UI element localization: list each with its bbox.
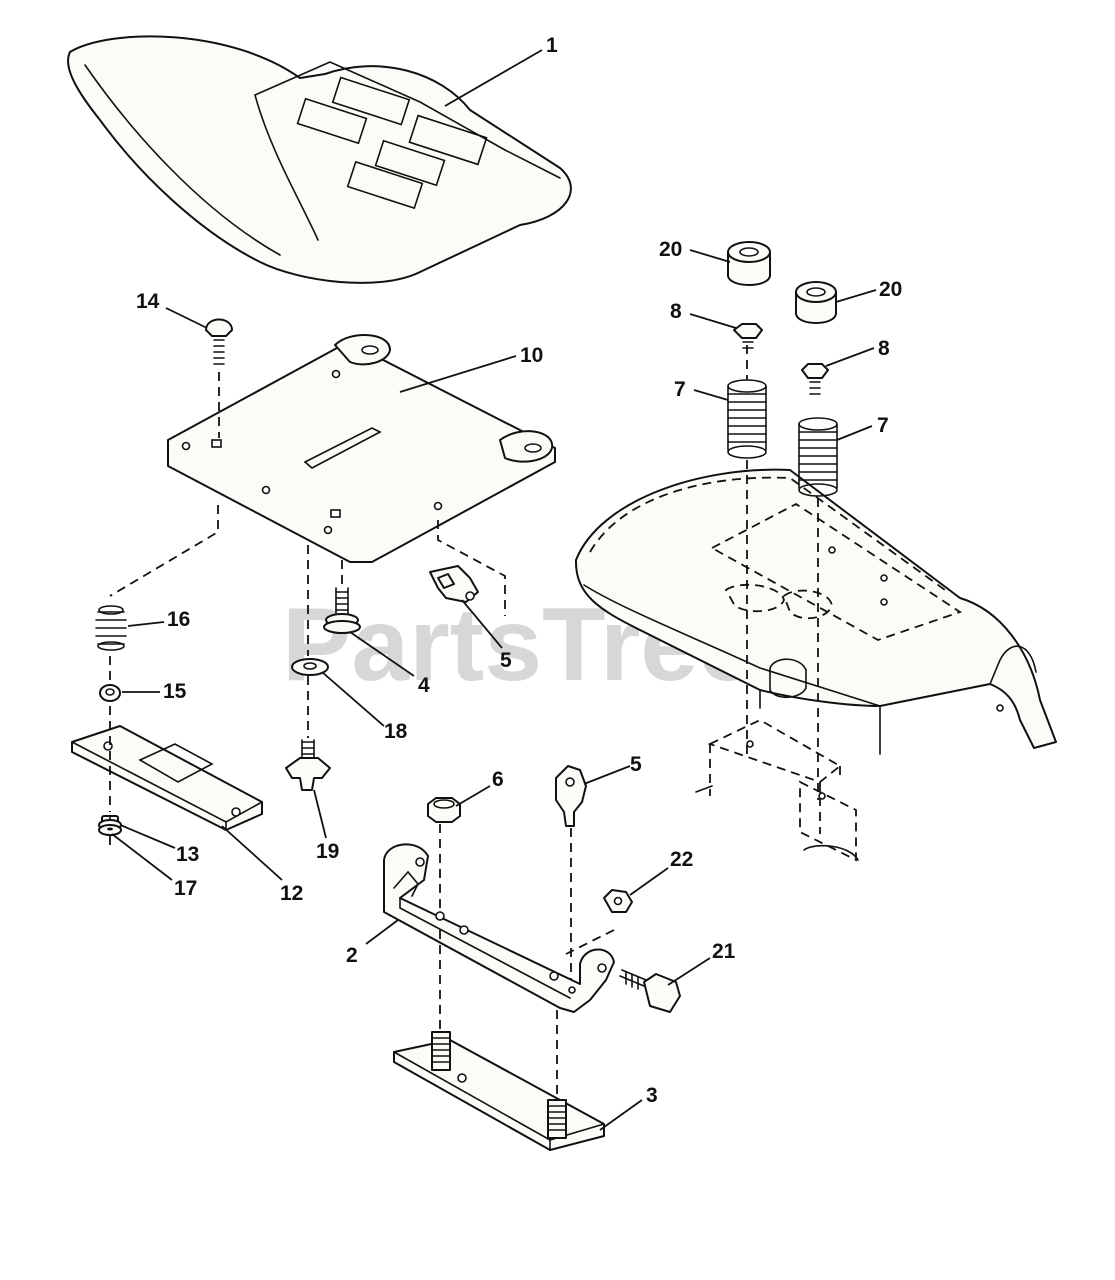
leader-washer-18 (321, 671, 385, 727)
bolt-8-left-part[interactable] (733, 323, 763, 349)
callout-nut-22: 22 (670, 848, 693, 871)
callout-bracket-12: 12 (280, 882, 303, 905)
spring-16-part[interactable] (95, 605, 127, 651)
leader-bolt-14 (165, 307, 208, 329)
leader-bolt-8-left (689, 313, 737, 329)
pivot-bracket-2-part[interactable] (383, 843, 615, 1013)
clip-5-upper-part[interactable] (429, 565, 479, 603)
callout-bushing-20-right: 20 (879, 278, 902, 301)
bushing-20-right-part[interactable] (795, 281, 837, 324)
callout-bolt-14: 14 (136, 290, 160, 313)
callout-spring-7-left: 7 (674, 378, 686, 401)
bushing-20-left-part[interactable] (727, 241, 771, 286)
leader-pivot-bracket-2 (365, 919, 399, 945)
callout-spacer-15: 15 (163, 680, 187, 703)
callout-bushing-20-left: 20 (659, 238, 682, 261)
leader-bushing-20-left (689, 249, 731, 263)
callout-plate-3: 3 (646, 1084, 658, 1107)
nut-22-part[interactable] (603, 889, 633, 913)
callout-bolt-8-right: 8 (878, 337, 890, 360)
seat-part[interactable] (67, 35, 572, 284)
callout-spring-7-right: 7 (877, 414, 889, 437)
callout-knob-19: 19 (316, 840, 339, 863)
leader-seat (444, 49, 543, 107)
callout-seat: 1 (546, 34, 558, 57)
callout-clip-5-lower: 5 (630, 753, 642, 776)
leader-knob-19 (313, 789, 327, 839)
leader-spring-16 (127, 621, 165, 627)
leader-spring-7-left (693, 389, 729, 401)
callout-bolt-8-left: 8 (670, 300, 682, 323)
spacer-15-part[interactable] (99, 684, 121, 702)
callout-nut-6: 6 (492, 768, 504, 791)
leader-nut-6 (455, 785, 491, 807)
callout-washer-18: 18 (384, 720, 408, 743)
leader-bolt-21 (667, 957, 711, 986)
stud-4-part[interactable] (323, 587, 361, 634)
spring-7-right-part[interactable] (798, 417, 838, 497)
clip-5-lower-part[interactable] (555, 765, 587, 827)
washer-17-part[interactable] (98, 819, 122, 836)
seat-pan-part[interactable] (167, 333, 556, 563)
bracket-12-part[interactable] (71, 725, 263, 831)
dashline-nut-22 (565, 929, 615, 955)
leader-nut-22 (629, 867, 669, 896)
leader-plate-3 (599, 1099, 643, 1131)
leader-clip-5-lower (583, 765, 631, 785)
leader-bracket-12 (221, 825, 283, 881)
plate-3-part[interactable] (393, 1031, 605, 1151)
bolt-21-part[interactable] (619, 969, 681, 1013)
knob-19-part[interactable] (285, 739, 331, 791)
bolt-8-right-part[interactable] (801, 363, 829, 395)
nut-6-part[interactable] (427, 797, 461, 823)
leader-nut-13 (117, 823, 176, 849)
leader-washer-17 (111, 833, 173, 881)
callout-spring-16: 16 (167, 608, 190, 631)
carriage-bolt-14-part[interactable] (205, 318, 233, 365)
callout-pivot-bracket-2: 2 (346, 944, 358, 967)
callout-seat-pan: 10 (520, 344, 543, 367)
leader-stud-4 (349, 631, 415, 677)
callout-stud-4: 4 (418, 674, 430, 697)
callout-nut-13: 13 (176, 843, 199, 866)
spring-7-left-part[interactable] (727, 379, 767, 459)
leader-bushing-20-right (835, 289, 877, 303)
leader-spring-7-right (836, 425, 873, 441)
fender-chassis-part[interactable] (574, 468, 1057, 862)
callout-bolt-21: 21 (712, 940, 736, 963)
washer-18-part[interactable] (291, 658, 329, 676)
leader-bolt-8-right (825, 347, 875, 367)
callout-clip-5-upper: 5 (500, 649, 512, 672)
leader-seat-pan (399, 355, 517, 393)
leader-clip-5-upper (461, 599, 503, 649)
dashline-pan-to-spring (109, 505, 219, 597)
callout-washer-17: 17 (174, 877, 197, 900)
